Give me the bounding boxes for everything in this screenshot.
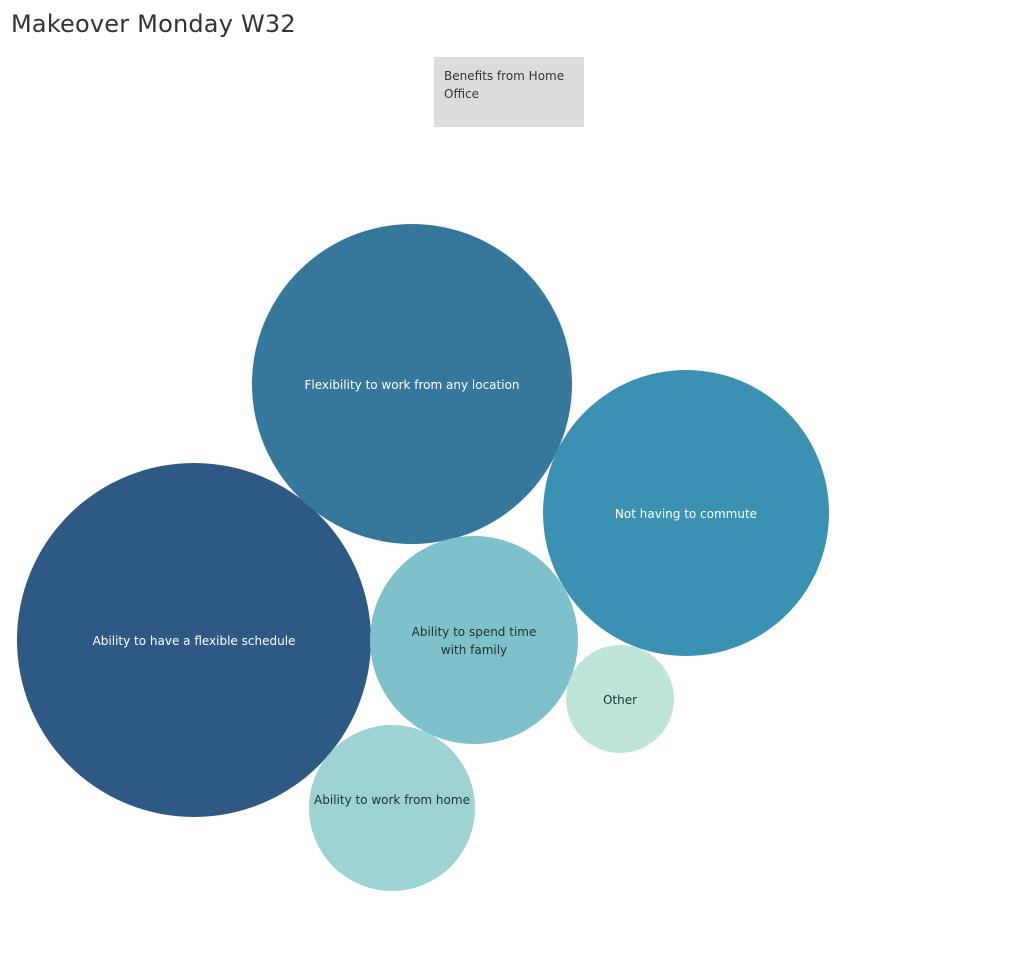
page-title: Makeover Monday W32	[11, 10, 296, 38]
bubble-ability-to-spend-time-with-family[interactable]	[370, 536, 578, 744]
bubble-label-flexibility-to-work-from-any-location: Flexibility to work from any location	[304, 378, 519, 392]
bubble-ability-to-work-from-home[interactable]	[309, 725, 475, 891]
bubble-label-other: Other	[603, 693, 637, 707]
bubble-label-ability-to-have-a-flexible-schedule: Ability to have a flexible schedule	[93, 634, 296, 648]
bubble-ability-to-have-a-flexible-schedule[interactable]	[17, 463, 371, 817]
bubble-not-having-to-commute[interactable]	[543, 370, 829, 656]
bubble-label-ability-to-work-from-home: Ability to work from home	[314, 793, 470, 807]
legend-title: Benefits from Home Office	[444, 69, 565, 101]
bubble-flexibility-to-work-from-any-location[interactable]	[252, 224, 572, 544]
bubbles-layer: Ability to have a flexible schedule Flexi…	[17, 224, 829, 891]
legend-title-box: Benefits from Home Office	[434, 57, 584, 127]
bubble-label-not-having-to-commute: Not having to commute	[615, 507, 757, 521]
bubble-other[interactable]	[566, 645, 674, 753]
